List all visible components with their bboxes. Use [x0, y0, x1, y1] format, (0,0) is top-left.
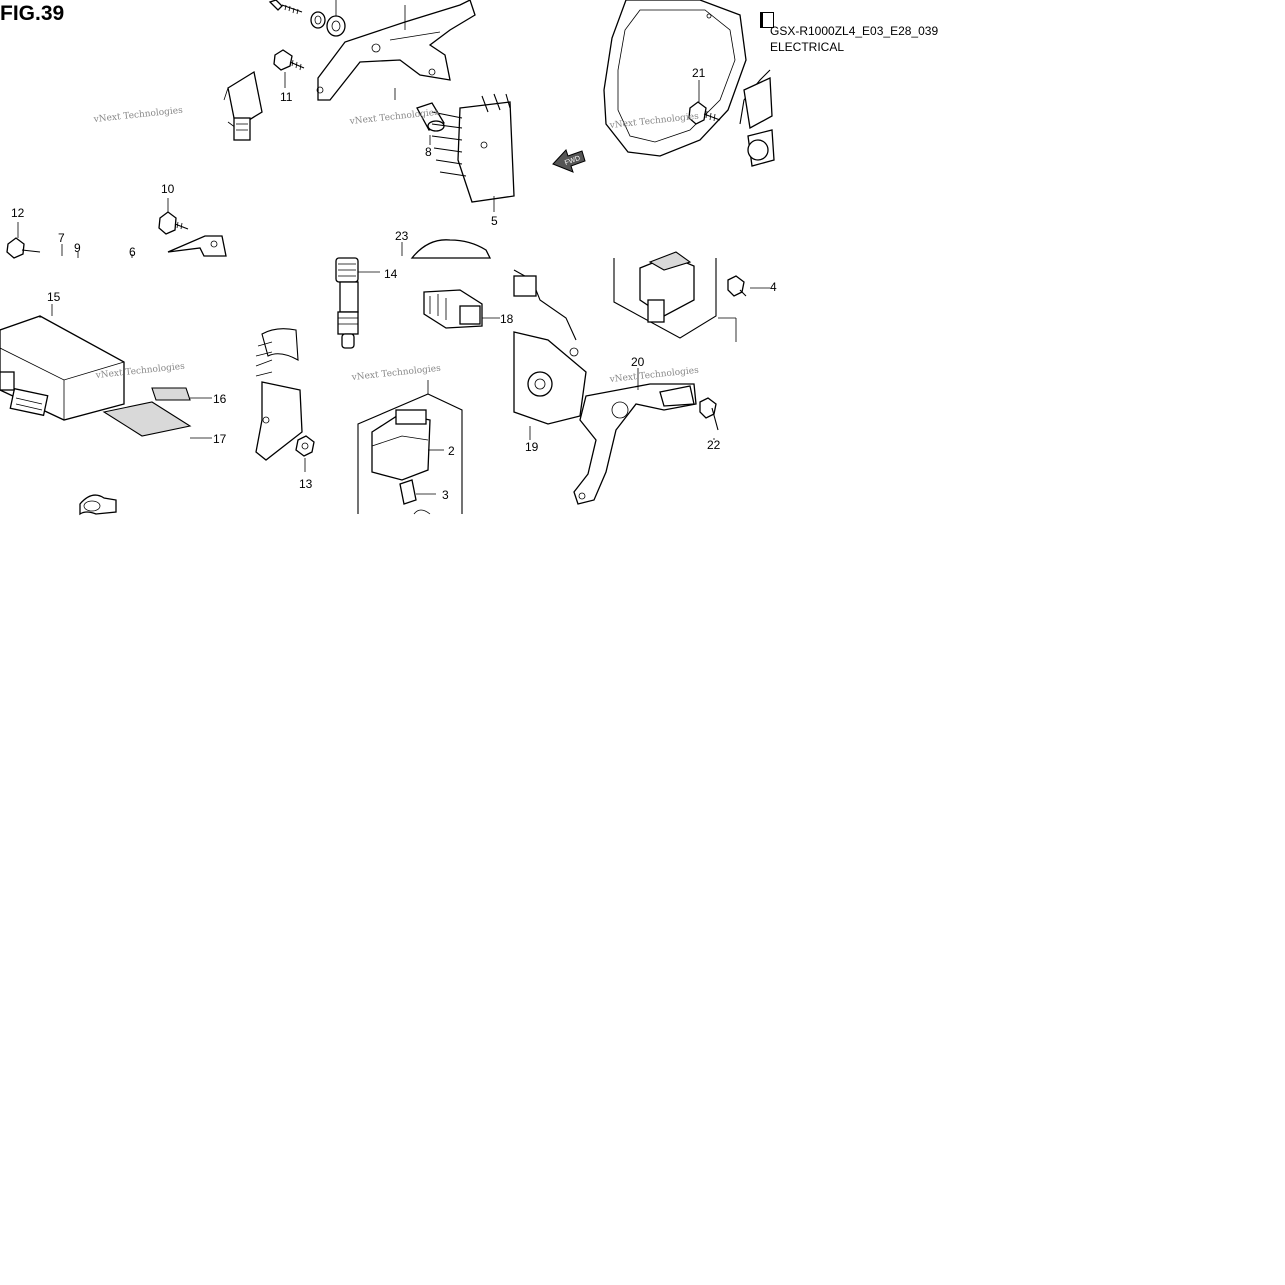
- label-16: [151, 387, 212, 401]
- bracket-left: [167, 235, 227, 257]
- bolt-4: [727, 275, 770, 297]
- collar-top: [326, 0, 346, 37]
- fwd-arrow-icon: FWD: [552, 149, 586, 173]
- callout-3: 3: [442, 488, 449, 502]
- callout-16: 16: [213, 392, 227, 406]
- fuse-3: [399, 479, 436, 505]
- callout-9: 9: [74, 241, 81, 255]
- callout-labels: 2 3 4 5 6 7 8 9 10 11 12 13 14 15 16 17 …: [11, 66, 777, 502]
- callout-5: 5: [491, 214, 498, 228]
- sensor-14: [335, 257, 380, 349]
- callout-10: 10: [161, 182, 175, 196]
- callout-17: 17: [213, 432, 227, 446]
- bracket-20: [573, 368, 697, 505]
- callout-19: 19: [525, 440, 539, 454]
- callout-7: 7: [58, 231, 65, 245]
- label-17: [102, 401, 212, 439]
- callout-2: 2: [448, 444, 455, 458]
- side-cover: [603, 0, 747, 157]
- bolt-top: [268, 0, 303, 15]
- callout-11: 11: [280, 90, 293, 104]
- model-code: GSX-R1000ZL4_E03_E28_039: [770, 24, 939, 38]
- regulator-5: [431, 93, 515, 212]
- relay-2: [371, 409, 444, 481]
- callout-13: 13: [299, 477, 313, 491]
- watermark-1: vNext Technologies: [92, 106, 183, 125]
- callout-8: 8: [425, 145, 432, 159]
- callout-4: 4: [770, 280, 777, 294]
- spacer-8: [394, 88, 445, 145]
- callout-6: 6: [129, 245, 136, 259]
- figure-title: FIG.39: [0, 2, 65, 25]
- watermark-6: vNext Technologies: [608, 366, 699, 385]
- ecm-15: [0, 304, 125, 421]
- callout-22: 22: [707, 438, 721, 452]
- callout-12: 12: [11, 206, 25, 220]
- harness-right: [739, 69, 775, 167]
- callout-15: 15: [47, 290, 61, 304]
- bolt-12: [6, 222, 41, 259]
- relay-bracket-19: [513, 269, 587, 440]
- nut-13: [295, 435, 315, 472]
- callout-18: 18: [500, 312, 514, 326]
- bolt-11: [273, 49, 305, 88]
- page-corner-icon: [760, 12, 774, 28]
- cover-23: [401, 239, 492, 259]
- connector-housing: [223, 70, 263, 141]
- relay-tab: [413, 509, 431, 515]
- callout-14: 14: [384, 267, 398, 281]
- callout-20: 20: [631, 355, 645, 369]
- section-name: ELECTRICAL: [770, 40, 845, 54]
- bolt-21: [688, 80, 721, 125]
- bolt-22: [699, 397, 719, 440]
- bolt-10: [158, 198, 189, 235]
- harness-center: [255, 328, 303, 461]
- callout-21: 21: [692, 66, 706, 80]
- connector-18: [423, 289, 500, 329]
- upper-bracket: [316, 0, 476, 101]
- clamp-bottom: [79, 494, 117, 516]
- starter-relay-box: [613, 251, 737, 342]
- leader-lines: [61, 244, 133, 258]
- washer-top: [310, 11, 326, 29]
- callout-23: 23: [395, 229, 409, 243]
- relay-box: [357, 380, 463, 515]
